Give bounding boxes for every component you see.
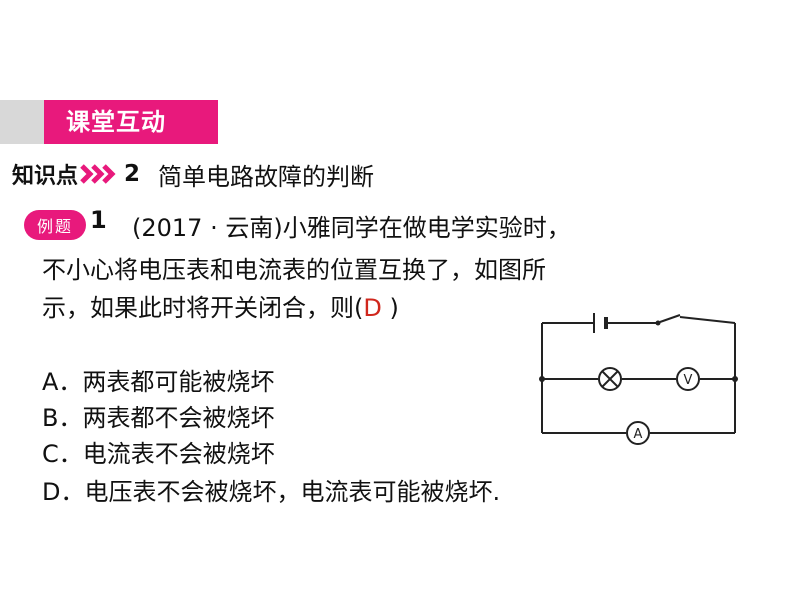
question-line-3-text: 示，如果此时将开关闭合，则( (42, 294, 364, 322)
circuit-diagram: V A (539, 313, 738, 445)
junction-left (539, 376, 545, 382)
knowledge-point-title: 简单电路故障的判断 (158, 162, 375, 191)
answer-mark: D (363, 294, 382, 322)
junction-right (732, 376, 738, 382)
question-line-3: 示，如果此时将开关闭合，则(D ) (42, 288, 399, 323)
battery-icon (593, 313, 608, 333)
question-line-1: (2017 · 云南)小雅同学在做电学实验时， (132, 214, 571, 242)
ammeter-label: A (634, 427, 643, 442)
question-line-3-close: ) (381, 294, 399, 322)
option-d: D．电压表不会被烧坏，电流表可能被烧坏. (42, 478, 501, 506)
question-number: 1 (90, 206, 107, 234)
knowledge-point-number: 2 (124, 161, 141, 187)
option-c: C．电流表不会被烧坏 (42, 440, 275, 468)
knowledge-point-label: 知识点 (12, 164, 79, 189)
double-chevron-icon (80, 164, 116, 184)
option-b: B．两表都不会被烧坏 (42, 404, 275, 432)
example-badge: 例题 (24, 210, 86, 240)
lamp-icon (598, 367, 622, 391)
voltmeter-label: V (684, 373, 693, 388)
voltmeter-icon: V (676, 367, 700, 391)
question-line-2: 不小心将电压表和电流表的位置互换了，如图所 (42, 256, 546, 284)
switch-icon (655, 314, 681, 326)
ammeter-icon: A (626, 421, 650, 445)
option-a: A．两表都可能被烧坏 (42, 368, 275, 396)
knowledge-point-heading: 知识点 2 简单电路故障的判断 (12, 154, 374, 194)
section-title: 课堂互动 (44, 100, 218, 144)
